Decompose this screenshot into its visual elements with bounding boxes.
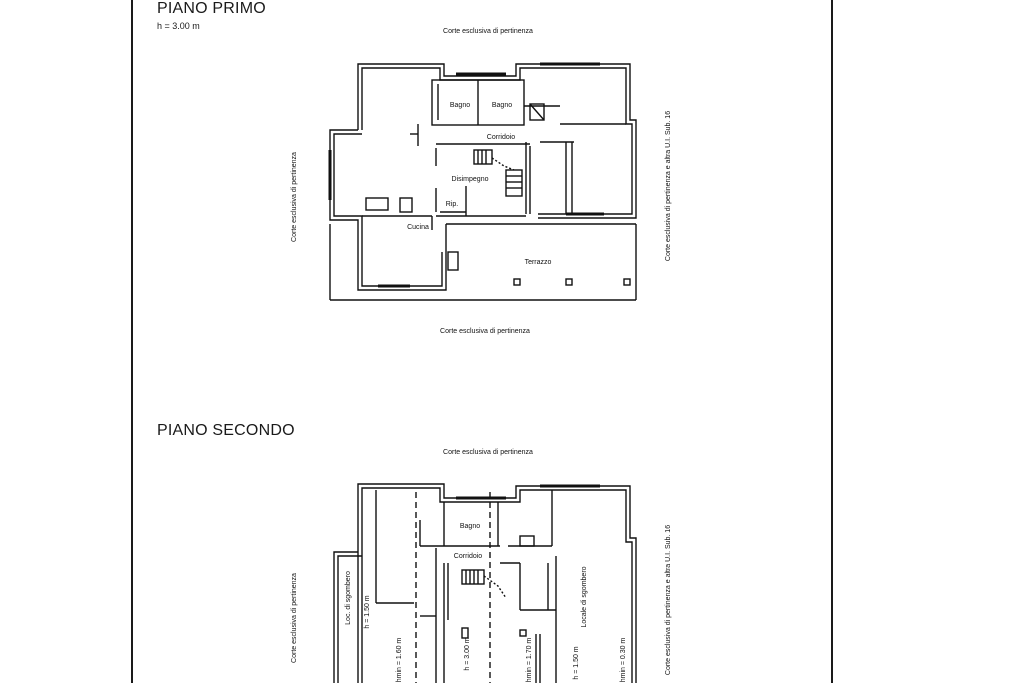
- ps-room-corridoio: Corridoio: [454, 553, 483, 560]
- sheet-right-border: [831, 0, 833, 683]
- ps-loc-sgombero-height: h = 1.50 m: [364, 595, 371, 628]
- pp-left-court-label: Corte esclusiva di pertinenza: [291, 152, 298, 242]
- sheet-left-border: [131, 0, 133, 683]
- ps-height-hmin-160: hmin = 1.60 m: [396, 638, 403, 683]
- ps-height-h-150: h = 1.50 m: [573, 646, 580, 679]
- ps-room-bagno: Bagno: [460, 523, 480, 530]
- pp-room-bagno-1: Bagno: [450, 102, 470, 109]
- ps-left-court-label: Corte esclusiva di pertinenza: [291, 573, 298, 663]
- pp-right-court-label: Corte esclusiva di pertinenza e altra U.…: [665, 111, 672, 261]
- pp-bottom-court-label: Corte esclusiva di pertinenza: [440, 328, 530, 335]
- piano-primo-plan: [328, 62, 637, 301]
- ps-room-locale-sgombero: Locale di sgombero: [581, 566, 588, 627]
- piano-primo-title: PIANO PRIMO: [157, 0, 266, 17]
- ps-right-court-label: Corte esclusiva di pertinenza e altra U.…: [665, 525, 672, 675]
- ps-height-hmin-030: hmin = 0.30 m: [620, 638, 627, 683]
- ps-height-h-300: h = 3.00 m: [464, 637, 471, 670]
- ps-room-loc-sgombero: Loc. di sgombero: [345, 571, 352, 625]
- pp-room-corridoio: Corridoio: [487, 134, 516, 141]
- pp-room-bagno-2: Bagno: [492, 102, 512, 109]
- pp-room-disimpegno: Disimpegno: [452, 176, 489, 183]
- piano-secondo-title: PIANO SECONDO: [157, 422, 295, 439]
- pp-top-court-label: Corte esclusiva di pertinenza: [443, 28, 533, 35]
- ps-top-court-label: Corte esclusiva di pertinenza: [443, 449, 533, 456]
- pp-room-cucina: Cucina: [407, 224, 429, 231]
- piano-secondo-plan: [333, 483, 637, 683]
- pp-room-rip: Rip.: [446, 201, 459, 208]
- ps-height-hmin-170: hmin = 1.70 m: [526, 638, 533, 683]
- pp-room-terrazzo: Terrazzo: [525, 259, 552, 266]
- piano-primo-height: h = 3.00 m: [157, 21, 200, 31]
